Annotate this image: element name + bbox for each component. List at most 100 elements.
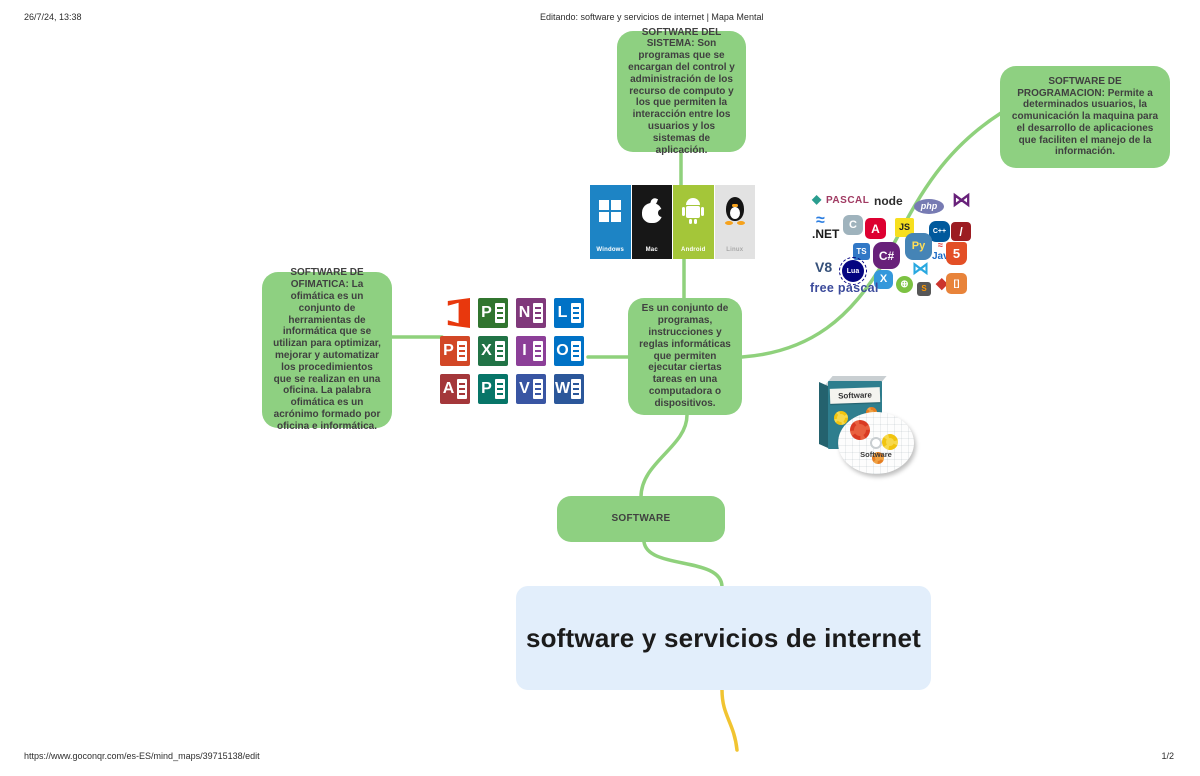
node-software-definition[interactable]: Es un conjunto de programas, instruccion… (628, 298, 742, 415)
print-footer-url: https://www.goconqr.com/es-ES/mind_maps/… (24, 751, 260, 761)
logo-badge: C# (873, 242, 900, 269)
logo-label: C++ (932, 228, 947, 235)
logo-badge: ◆ (812, 193, 821, 205)
operating-systems-image[interactable]: Windows Mac Android Linux (590, 185, 755, 259)
logo-badge: ◆ (936, 276, 948, 291)
logo-label: free pascal (810, 281, 879, 295)
print-footer-page-number: 1/2 (1161, 751, 1174, 761)
logo-badge: TS (853, 243, 870, 260)
logo-badge: C++ (929, 221, 950, 242)
office-icon-letter: P (443, 342, 454, 359)
office-icon-page (571, 303, 581, 323)
logo-label: X (879, 273, 888, 285)
logo-label: PASCAL (826, 195, 870, 206)
logo-label: Py (911, 240, 926, 252)
logo-label: ◆ (936, 275, 948, 292)
gear-icon (872, 452, 884, 464)
office-icon-letter: I (522, 342, 527, 359)
office-icon: A (440, 374, 470, 404)
node-software-del-sistema[interactable]: SOFTWARE DEL SISTEMA: Son programas que … (617, 27, 746, 156)
apple-icon (641, 197, 666, 223)
logo-label: [] (953, 278, 960, 288)
office-icon-page (495, 303, 505, 323)
os-panel-linux: Linux (714, 185, 755, 259)
logo-label: php (920, 201, 938, 211)
logo-badge: ⋈ (912, 260, 929, 277)
office-icon: P (478, 374, 508, 404)
logo-label: TS (856, 246, 867, 256)
office-icon-letter: P (481, 380, 492, 397)
programming-logos-image[interactable]: ◆ PASCAL node php ⋈ ≈ .NET C A JS C++ / … (810, 188, 986, 300)
disc-label: Software (860, 450, 892, 459)
office-icon-page (533, 341, 543, 361)
logo-label: ⋈ (912, 259, 929, 278)
node-software[interactable]: SOFTWARE (557, 496, 725, 542)
node-software-de-ofimatica[interactable]: SOFTWARE DE OFIMATICA: La ofimática es u… (262, 267, 392, 432)
os-label: Linux (726, 247, 744, 253)
office-icon-letter: N (518, 304, 531, 321)
print-header-title: Editando: software y servicios de intern… (540, 12, 764, 22)
logo-badge: V8 (815, 260, 832, 274)
logo-label: JS (898, 222, 910, 232)
logo-label: / (959, 224, 963, 239)
office-icon-page (571, 341, 581, 361)
logo-badge: X (874, 270, 893, 289)
logo-badge: PASCAL (826, 196, 869, 206)
logo-badge: ≈ (938, 241, 943, 250)
logo-label: .NET (812, 227, 840, 241)
logo-badge: ⋈ (952, 191, 971, 210)
node-software-de-programacion[interactable]: SOFTWARE DE PROGRAMACION: Permite a dete… (1000, 66, 1170, 168)
office-icon-letter: A (442, 380, 455, 397)
os-panel-windows: Windows (590, 185, 631, 259)
office-icon: P (478, 298, 508, 328)
office-icon-letter: P (481, 304, 492, 321)
logo-badge: A (865, 218, 886, 239)
logo-badge: free pascal (810, 282, 879, 295)
branch-definition-software (639, 413, 689, 499)
logo-badge: C (843, 215, 863, 235)
logo-badge: S (917, 282, 931, 296)
logo-label: S (921, 284, 927, 293)
office-icon-letter: W (554, 380, 571, 397)
logo-label: ◆ (812, 192, 822, 206)
logo-badge: Py (905, 233, 932, 260)
logo-label: ≈ (938, 240, 943, 250)
os-label: Windows (596, 247, 625, 253)
logo-label: node (874, 194, 903, 208)
logo-badge: 5 (946, 242, 967, 265)
box-side-face (819, 381, 828, 449)
software-box-image[interactable]: Software Software (812, 372, 914, 474)
office-icon: N (516, 298, 546, 328)
gear-icon (834, 411, 848, 425)
gear-icon (882, 434, 898, 450)
android-icon (681, 198, 705, 224)
office-icon: I (516, 336, 546, 366)
office-icon: O (554, 336, 584, 366)
logo-badge: Java (932, 252, 954, 262)
office-icons-image[interactable]: P N L P X I O A P V W (440, 298, 584, 404)
node-central-topic[interactable]: software y servicios de internet (516, 586, 931, 690)
office-icon-page (533, 379, 543, 399)
branch-central-next-page (720, 688, 739, 752)
office-icon-page (495, 341, 505, 361)
os-panel-android: Android (673, 185, 714, 259)
logo-badge: / (951, 222, 971, 241)
gear-icon (850, 420, 870, 440)
office-icon-page (571, 379, 581, 399)
logo-label: V8 (815, 259, 833, 275)
office-icon-page (457, 379, 467, 399)
logo-label: Lua (846, 267, 860, 275)
office-icon: X (478, 336, 508, 366)
logo-label: C (849, 218, 857, 231)
disc-hole (870, 437, 882, 449)
office-icon-letter: L (557, 304, 568, 321)
print-header-date: 26/7/24, 13:38 (24, 12, 82, 22)
logo-badge: Lua (839, 257, 867, 285)
logo-label: A (871, 221, 880, 236)
box-title-band: Software (829, 387, 881, 404)
windows-icon (599, 200, 622, 222)
logo-label: ≈ (816, 212, 825, 229)
logo-label: ⊕ (900, 278, 909, 290)
os-label: Mac (645, 247, 658, 253)
